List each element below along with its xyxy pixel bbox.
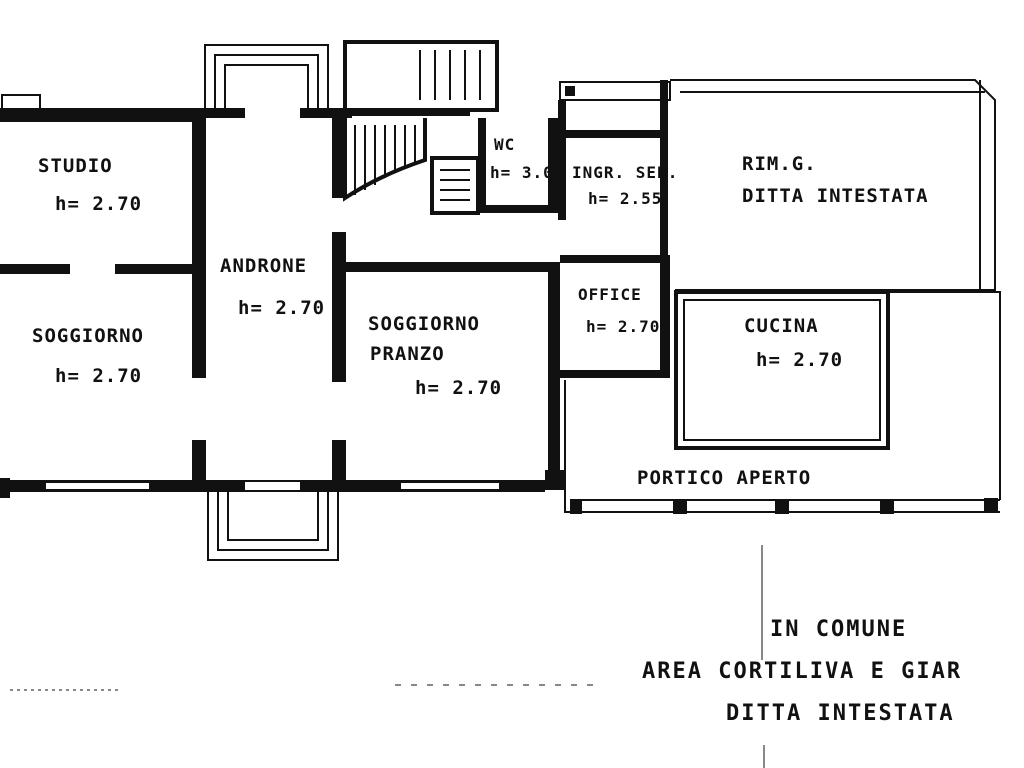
cucina-height: h= 2.70	[756, 349, 843, 371]
note-line-2: AREA CORTILIVA E GIAR	[642, 659, 962, 684]
studio-height: h= 2.70	[55, 193, 142, 215]
soggiorno-height: h= 2.70	[55, 365, 142, 387]
rimessa-owner: DITTA INTESTATA	[742, 185, 929, 207]
area-notes: IN COMUNE AREA CORTILIVA E GIAR DITTA IN…	[642, 617, 962, 726]
rimessa-label: RIM.G.	[742, 153, 817, 175]
androne-height: h= 2.70	[238, 297, 325, 319]
note-line-3: DITTA INTESTATA	[726, 701, 955, 726]
room-labels: STUDIO h= 2.70 SOGGIORNO h= 2.70 ANDRONE…	[32, 135, 929, 489]
portico-label: PORTICO APERTO	[637, 467, 811, 489]
property-line	[10, 545, 765, 768]
office-label: OFFICE	[578, 285, 642, 304]
soggiorno-pranzo-height: h= 2.70	[415, 377, 502, 399]
wc-label: WC	[494, 135, 515, 154]
note-line-1: IN COMUNE	[770, 617, 907, 642]
soggiorno-pranzo-label-1: SOGGIORNO	[368, 313, 480, 335]
interior-walls	[0, 40, 1001, 514]
cucina-label: CUCINA	[744, 315, 819, 337]
ingr-serv-height: h= 2.55	[588, 189, 662, 208]
soggiorno-label: SOGGIORNO	[32, 325, 144, 347]
office-height: h= 2.70	[586, 317, 660, 336]
soggiorno-pranzo-label-2: PRANZO	[370, 343, 445, 365]
wc-height: h= 3.00	[490, 163, 564, 182]
androne-label: ANDRONE	[220, 255, 307, 277]
ingr-serv-label: INGR. SER.	[572, 163, 678, 182]
studio-label: STUDIO	[38, 155, 113, 177]
